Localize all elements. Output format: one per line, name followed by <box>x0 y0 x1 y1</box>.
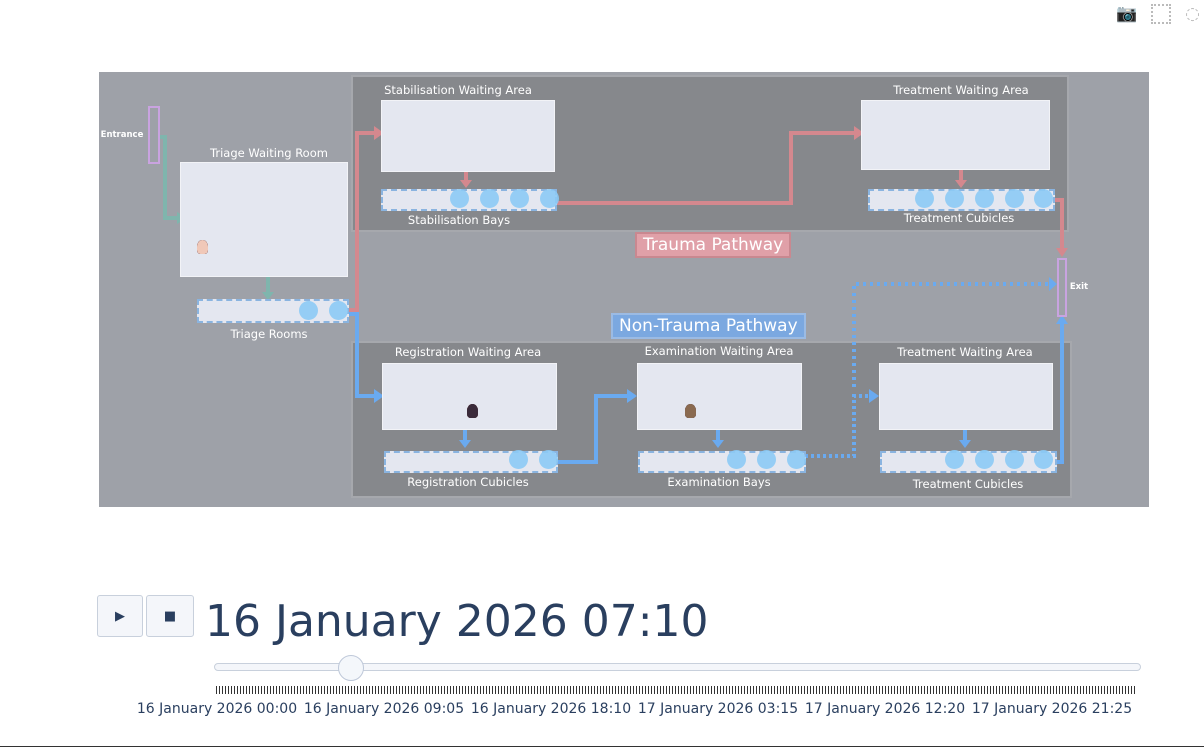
nt-arrow-3 <box>799 394 869 458</box>
slider-tick-label: 16 January 2026 09:05 <box>303 701 465 717</box>
nt-exit-arrow <box>1054 324 1064 464</box>
stab-waiting-label: Stabilisation Waiting Area <box>384 83 532 97</box>
resource-slot <box>945 450 964 469</box>
resource-slot <box>329 301 348 320</box>
reg-waiting-label: Registration Waiting Area <box>394 345 542 359</box>
resource-slot <box>299 301 318 320</box>
stab-waiting-area <box>381 100 555 172</box>
camera-icon[interactable]: 📷 <box>1115 4 1138 24</box>
exam-bays <box>638 451 806 473</box>
lasso-select-icon[interactable]: ◌ <box>1185 4 1200 24</box>
resource-slot <box>1034 450 1053 469</box>
box-select-icon[interactable] <box>1151 4 1172 24</box>
triage-waiting-label: Triage Waiting Room <box>210 146 328 160</box>
nt-treat-waiting-label: Treatment Waiting Area <box>897 345 1033 359</box>
slider-ticks <box>216 686 1137 694</box>
resource-slot <box>945 189 964 208</box>
exam-waiting-area <box>637 363 802 430</box>
nt-arrow-2 <box>556 394 627 464</box>
entrance-marker <box>148 106 160 164</box>
resource-slot <box>975 450 994 469</box>
resource-slot <box>787 450 806 469</box>
bottom-divider <box>0 746 1204 747</box>
reg-cubicles-label: Registration Cubicles <box>407 475 529 489</box>
reg-waiting-area <box>382 363 557 430</box>
nt-treat-cubicles-label: Treatment Cubicles <box>912 477 1024 491</box>
resource-slot <box>539 450 558 469</box>
triage-waiting-room <box>180 162 348 277</box>
resource-slot <box>915 189 934 208</box>
animation-slider-track[interactable] <box>214 663 1141 671</box>
triage-rooms-label: Triage Rooms <box>230 327 308 341</box>
resource-slot <box>509 450 528 469</box>
nt-treat-cubicles <box>880 451 1057 473</box>
trauma-treat-waiting-area <box>861 100 1050 170</box>
slider-tick-label: 16 January 2026 00:00 <box>136 701 298 717</box>
resource-slot <box>727 450 746 469</box>
triage-queue-patients <box>197 240 347 272</box>
modebar: 📷 ◌ <box>1116 4 1200 24</box>
resource-slot <box>757 450 776 469</box>
entrance-label: Entrance <box>100 130 144 140</box>
exam-waiting-label: Examination Waiting Area <box>644 344 794 358</box>
resource-slot <box>540 189 559 208</box>
stab-bays-label: Stabilisation Bays <box>407 213 511 227</box>
resource-slot <box>450 189 469 208</box>
nt-arrow-1 <box>349 312 374 398</box>
current-frame-label: 16 January 2026 07:10 <box>205 596 709 647</box>
stop-button[interactable]: ■ <box>146 595 194 637</box>
animation-slider-handle[interactable] <box>337 655 364 681</box>
trauma-treat-cubicles-label: Treatment Cubicles <box>903 211 1015 225</box>
trauma-treat-waiting-label: Treatment Waiting Area <box>893 83 1029 97</box>
non-trauma-pathway-label: Non-Trauma Pathway <box>611 313 806 339</box>
entry-arrow <box>158 135 177 220</box>
trauma-exit-arrow <box>1054 198 1064 250</box>
resource-slot <box>1005 450 1024 469</box>
slider-tick-label: 17 January 2026 03:15 <box>637 701 799 717</box>
trauma-pathway-label: Trauma Pathway <box>635 232 792 258</box>
trauma-arrow-1 <box>349 131 374 312</box>
ed-flow-diagram: Entrance Exit Triage Waiting Room Triage… <box>99 72 1149 507</box>
trauma-arrow-2 <box>557 131 854 205</box>
stab-bays <box>381 189 557 211</box>
resource-slot <box>480 189 499 208</box>
resource-slot <box>510 189 529 208</box>
nt-treat-waiting-area <box>879 363 1053 430</box>
resource-slot <box>975 189 994 208</box>
slider-tick-label: 17 January 2026 21:25 <box>971 701 1133 717</box>
slider-tick-label: 17 January 2026 12:20 <box>804 701 966 717</box>
slider-tick-label: 16 January 2026 18:10 <box>470 701 632 717</box>
exam-bays-label: Examination Bays <box>667 475 771 489</box>
resource-slot <box>1005 189 1024 208</box>
exit-marker <box>1057 258 1067 317</box>
exit-label: Exit <box>1069 282 1089 292</box>
nt-dotted-exit-arrow <box>852 282 1049 387</box>
play-button[interactable]: ▶ <box>97 595 143 637</box>
reg-cubicles <box>384 451 558 473</box>
resource-slot <box>1034 189 1053 208</box>
triage-rooms <box>197 299 349 323</box>
